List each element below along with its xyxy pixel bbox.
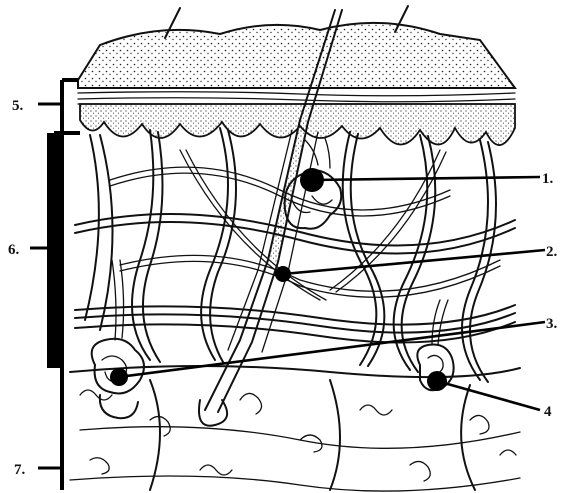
callout-dot-4 bbox=[427, 371, 447, 391]
label-7: 7. bbox=[14, 462, 26, 478]
epidermis-layer bbox=[78, 6, 515, 145]
label-3: 3. bbox=[546, 316, 558, 332]
label-5: 5. bbox=[12, 98, 24, 114]
label-1: 1. bbox=[542, 171, 554, 187]
label-2: 2. bbox=[546, 244, 558, 260]
label-4: 4 bbox=[544, 404, 552, 420]
callout-3 bbox=[110, 322, 545, 386]
callout-dot-2 bbox=[275, 266, 291, 282]
label-6: 6. bbox=[8, 242, 20, 258]
sweat-gland-coil bbox=[92, 260, 144, 418]
layer-brackets bbox=[30, 80, 80, 490]
callout-2 bbox=[275, 250, 545, 282]
callout-dot-3 bbox=[110, 368, 128, 386]
callout-dot-1 bbox=[300, 168, 324, 192]
